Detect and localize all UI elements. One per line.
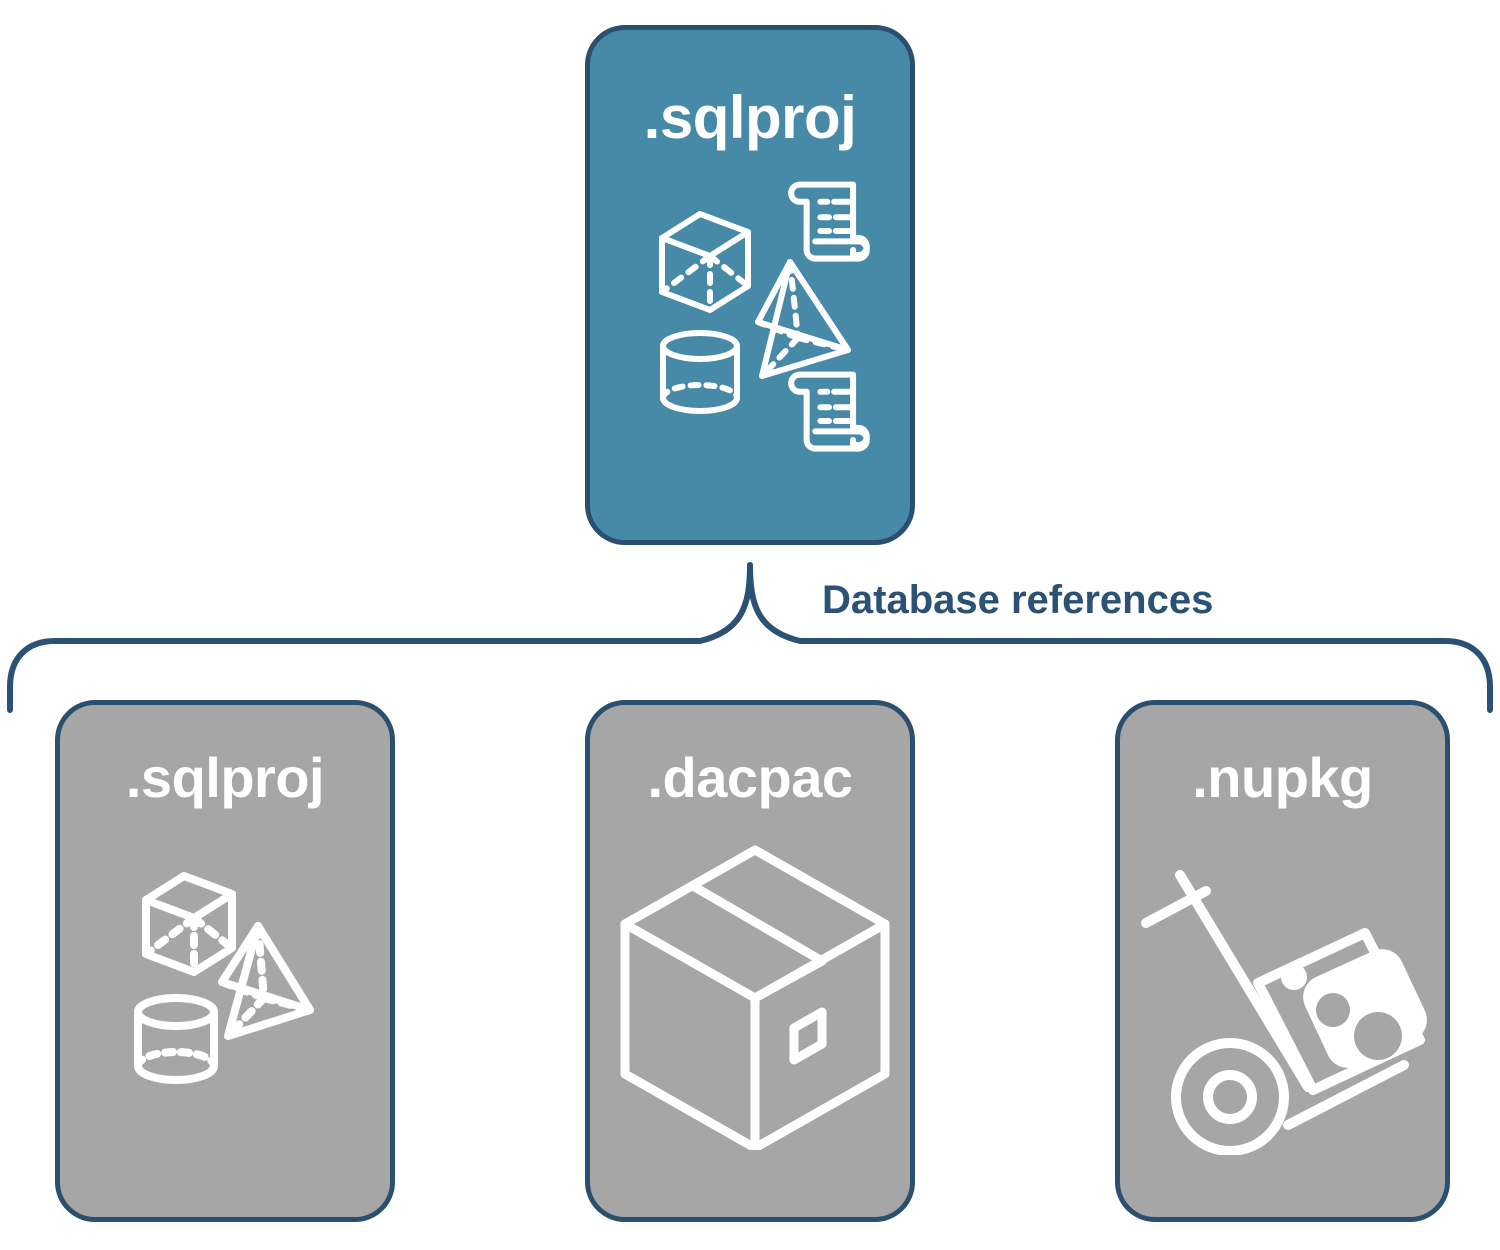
script-scroll-icon: [788, 181, 870, 262]
node-root-sqlproj[interactable]: .sqlproj: [585, 25, 915, 545]
child-nupkg-icon-svg: [1141, 870, 1427, 1156]
nuget-package-outline: [1253, 928, 1425, 1095]
brace-connector-svg: [7, 562, 1493, 713]
node-child-sqlproj[interactable]: .sqlproj: [55, 700, 395, 1222]
node-child-sqlproj-label: .sqlproj: [125, 746, 325, 809]
root-icon-cluster: [590, 170, 910, 460]
pyramid-icon: [755, 259, 851, 379]
child-sqlproj-icon-svg: [134, 872, 314, 1084]
brace-label: Database references: [812, 578, 1224, 622]
root-icon-cluster-svg: [659, 181, 870, 452]
package-box-icon: [620, 845, 890, 1153]
nuget-logo-hole-large: [1354, 1012, 1402, 1060]
cube-icon: [659, 211, 751, 313]
node-child-nupkg[interactable]: .nupkg: [1115, 700, 1450, 1222]
package-box-icon-svg: [620, 845, 890, 1153]
nuget-package-icon: [1253, 928, 1427, 1095]
child-sqlproj-icon-cluster: [60, 840, 390, 1120]
pyramid-icon: [218, 922, 314, 1040]
node-child-dacpac-label: .dacpac: [647, 746, 853, 809]
cube-icon: [142, 872, 236, 976]
nuget-logo-dot: [1281, 964, 1307, 990]
script-scroll-icon: [788, 371, 870, 452]
hand-truck-icon: [1141, 870, 1409, 1156]
node-root-sqlproj-label: .sqlproj: [643, 84, 857, 151]
child-dacpac-icon-cluster: [590, 830, 910, 1153]
cylinder-icon: [660, 330, 740, 414]
brace-right-path: [747, 562, 1493, 713]
node-child-nupkg-label: .nupkg: [1192, 746, 1373, 809]
cylinder-icon: [134, 994, 218, 1084]
brace-left-path: [7, 562, 753, 713]
child-nupkg-icon-cluster: [1120, 825, 1445, 1156]
node-child-dacpac[interactable]: .dacpac: [585, 700, 915, 1222]
nuget-logo-hole-small: [1316, 993, 1350, 1027]
brace-connector: [0, 545, 1500, 725]
